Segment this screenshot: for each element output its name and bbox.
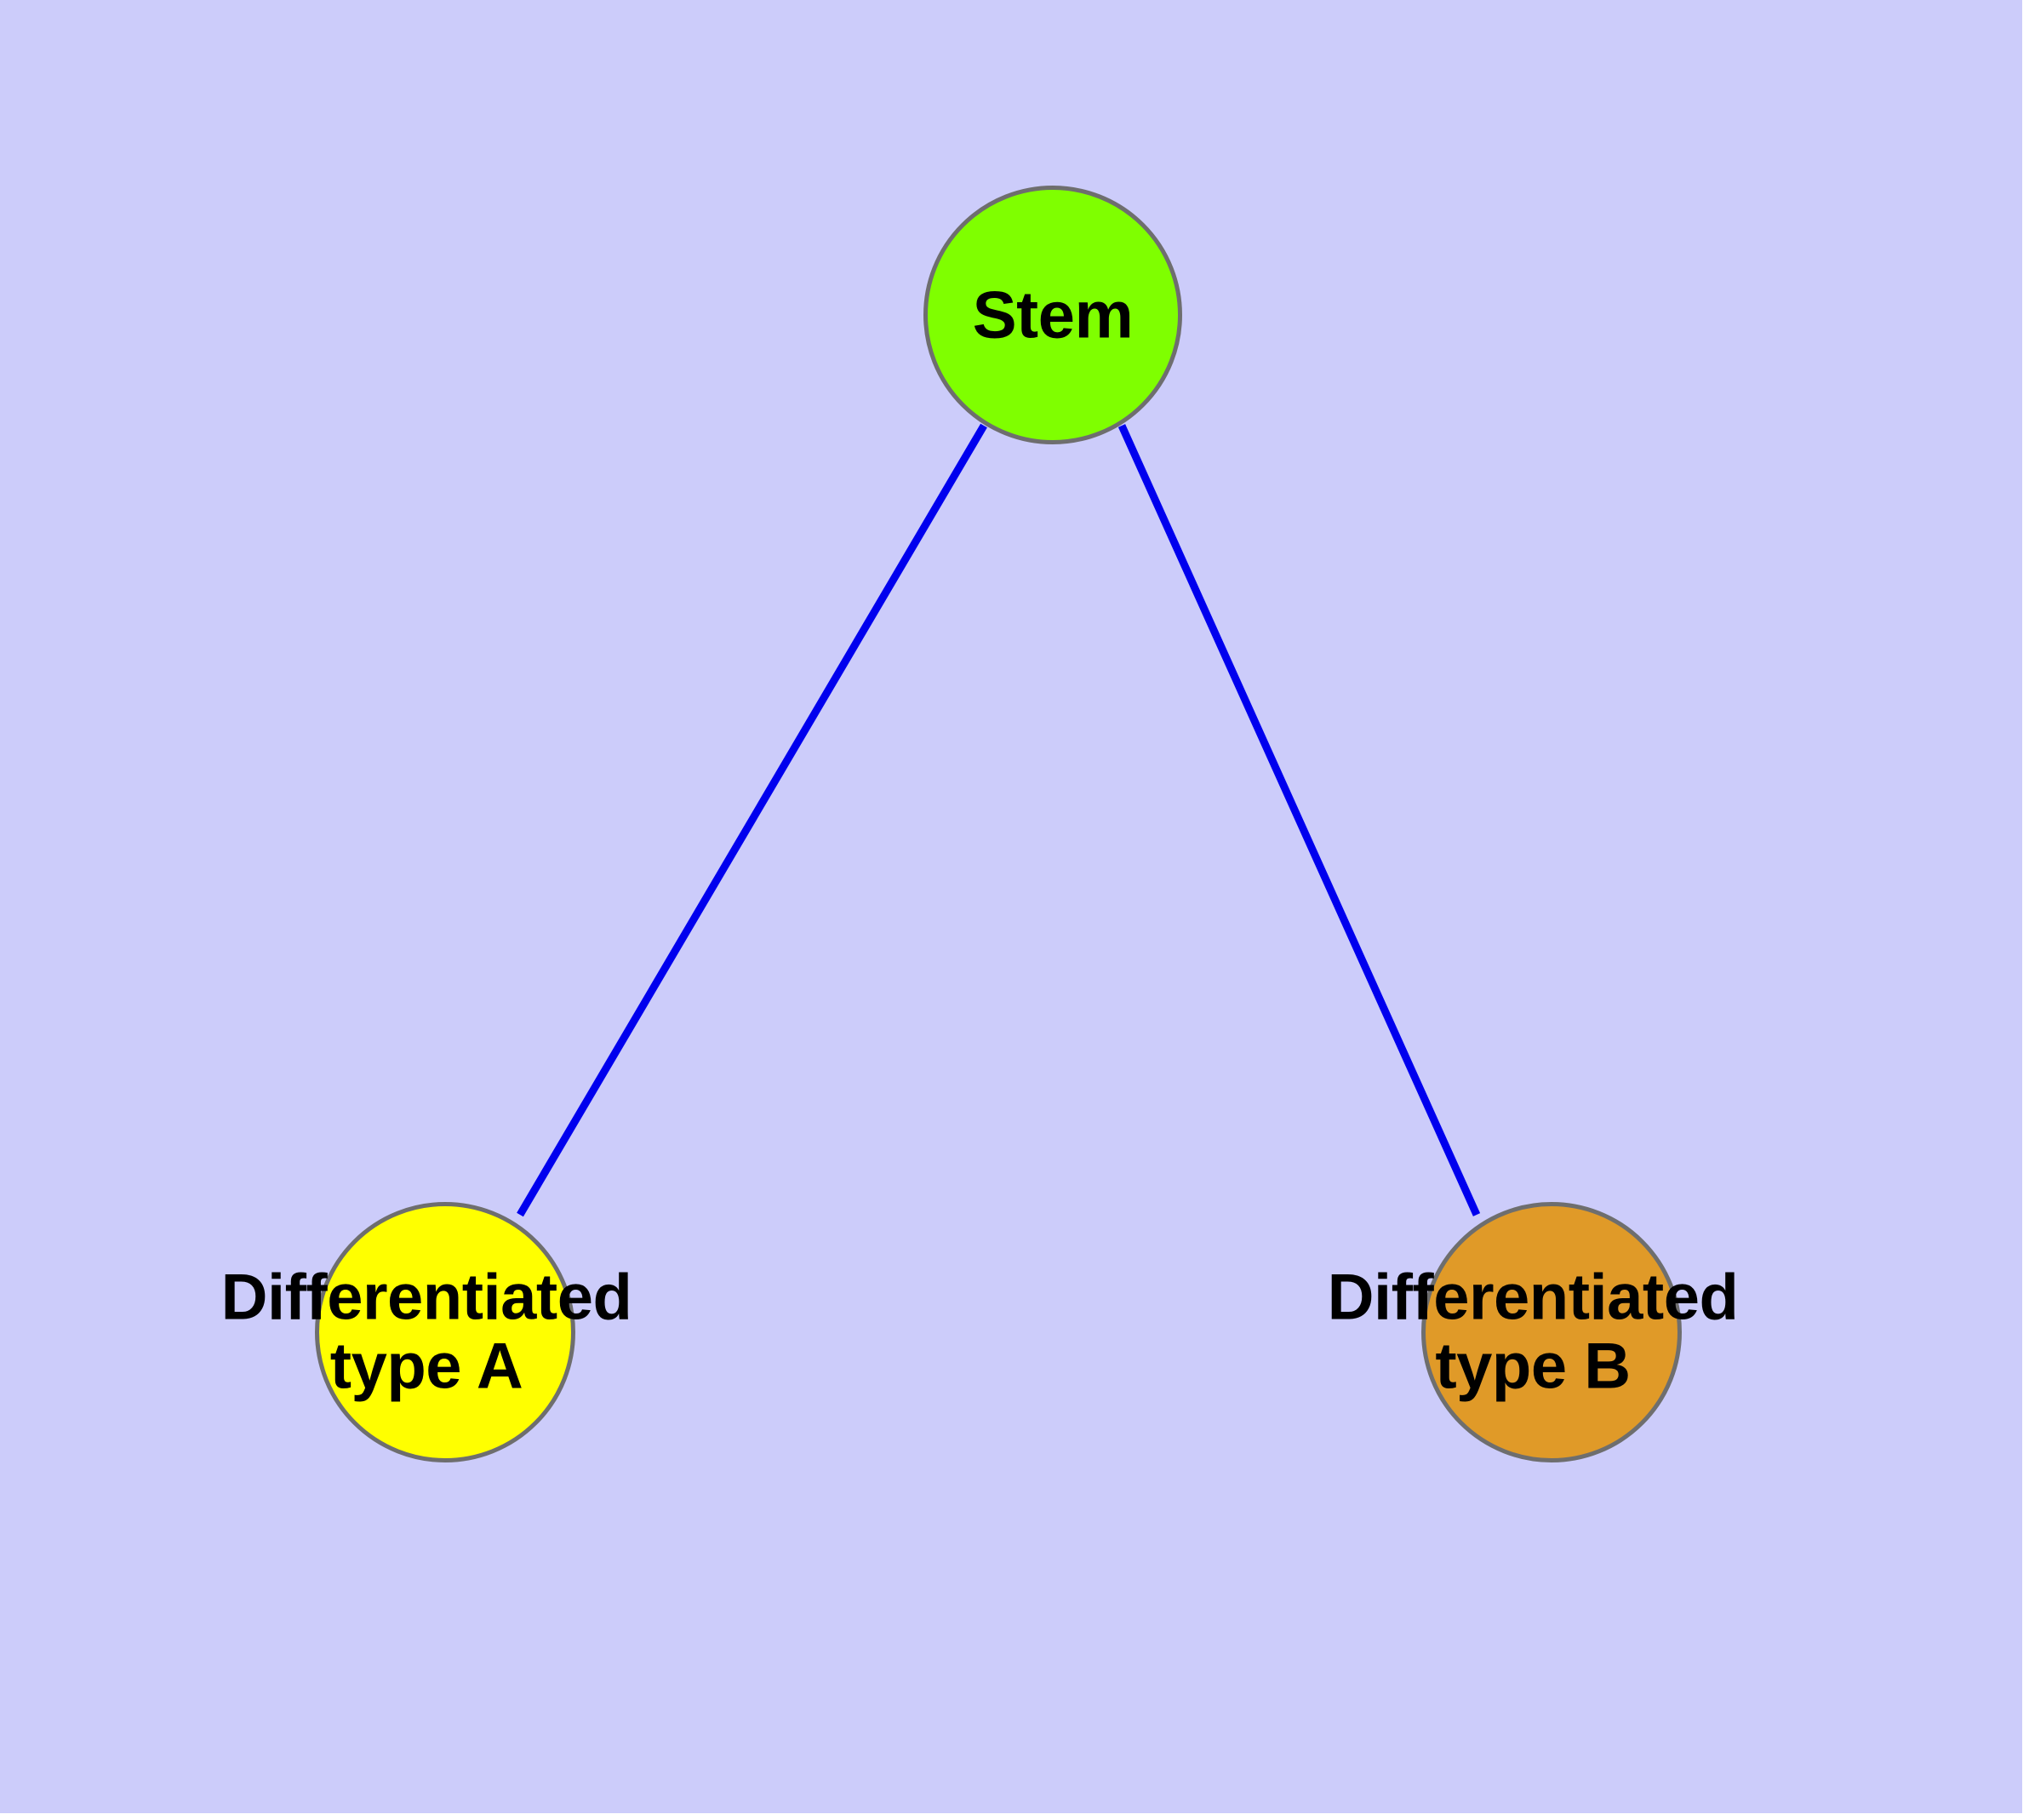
node-diff_b[interactable] xyxy=(1421,1202,1682,1462)
node-diff_a[interactable] xyxy=(315,1202,575,1462)
edge-stem-diff_b[interactable] xyxy=(1117,424,1481,1216)
edge-stem-diff_a[interactable] xyxy=(517,423,987,1217)
node-stem[interactable] xyxy=(923,186,1182,444)
